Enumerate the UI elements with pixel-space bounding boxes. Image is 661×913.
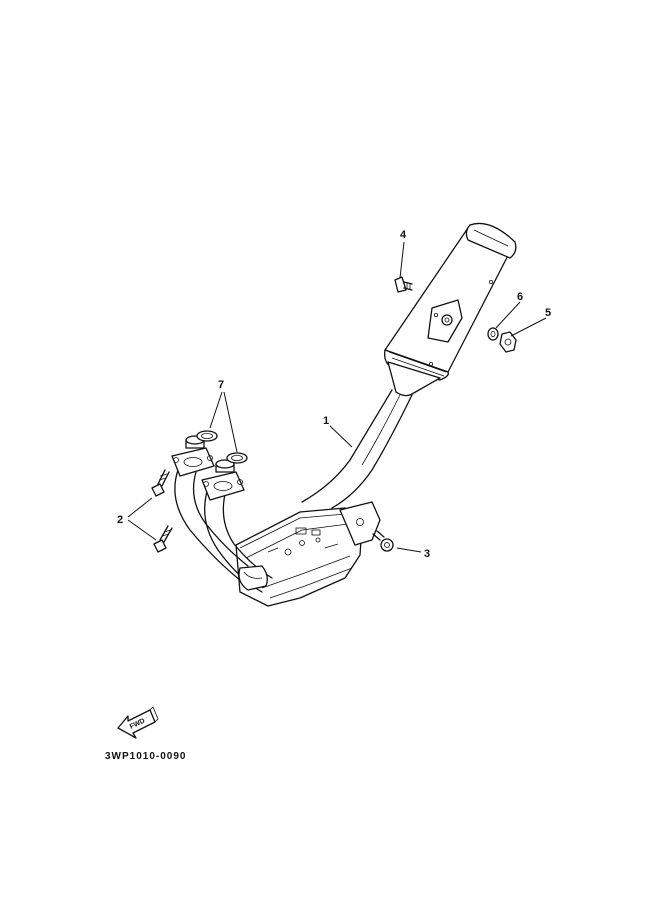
callout-5: 5 bbox=[545, 307, 551, 319]
callout-6: 6 bbox=[517, 291, 523, 303]
callout-7: 7 bbox=[218, 379, 224, 391]
diagram-code: 3WP1010-0090 bbox=[105, 751, 187, 762]
callout-3: 3 bbox=[424, 548, 430, 560]
leader-lines bbox=[127, 241, 547, 553]
callout-4: 4 bbox=[400, 229, 407, 241]
collector-box bbox=[235, 501, 381, 607]
bolts-2 bbox=[151, 469, 173, 553]
bolt-3 bbox=[372, 530, 394, 552]
callout-1: 1 bbox=[323, 415, 329, 427]
muffler bbox=[384, 222, 517, 397]
washer-6 bbox=[487, 327, 499, 341]
callout-2: 2 bbox=[117, 514, 123, 526]
flanges bbox=[171, 435, 245, 501]
link-pipe bbox=[301, 389, 413, 509]
bolt-4 bbox=[394, 276, 413, 293]
fwd-arrow-icon: FWD bbox=[117, 706, 159, 739]
nut-5 bbox=[499, 331, 517, 353]
callouts: 1 2 3 4 5 6 7 bbox=[117, 229, 551, 560]
gaskets bbox=[196, 430, 248, 464]
header-pipes bbox=[174, 469, 273, 593]
